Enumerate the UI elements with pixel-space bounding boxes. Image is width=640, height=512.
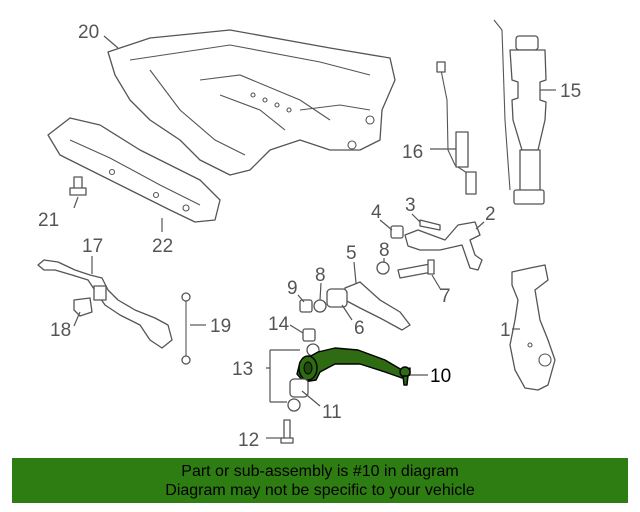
part-22-crossmember[interactable] bbox=[47, 117, 221, 223]
part-15-air-strut[interactable] bbox=[493, 19, 547, 205]
callout-11: 11 bbox=[322, 402, 342, 423]
part-21-bolt[interactable] bbox=[69, 176, 87, 196]
part-2-upper-arm[interactable] bbox=[404, 221, 483, 271]
part-5-strut[interactable] bbox=[344, 281, 411, 331]
part-6-bushing[interactable] bbox=[326, 288, 348, 308]
part-1-knuckle[interactable] bbox=[509, 264, 556, 391]
callout-4: 4 bbox=[371, 202, 382, 223]
callout-6: 6 bbox=[354, 318, 365, 339]
part-14-nut[interactable] bbox=[302, 328, 316, 342]
callout-20: 20 bbox=[78, 22, 99, 43]
part-18-bracket[interactable] bbox=[73, 297, 93, 317]
callout-14: 14 bbox=[268, 314, 290, 335]
callout-16: 16 bbox=[402, 142, 423, 163]
callout-10: 10 bbox=[430, 366, 451, 387]
info-banner: Part or sub-assembly is #10 in diagram D… bbox=[12, 458, 628, 503]
part-12-bolt[interactable] bbox=[280, 419, 294, 444]
callout-21: 21 bbox=[38, 210, 59, 231]
callout-1: 1 bbox=[500, 320, 511, 341]
parts-diagram: 20 21 22 16 15 4 3 2 8 5 7 8 9 6 14 13 1… bbox=[37, 19, 581, 451]
callout-5: 5 bbox=[346, 243, 357, 264]
callout-3: 3 bbox=[405, 195, 416, 216]
callout-9: 9 bbox=[287, 278, 298, 299]
part-19-link[interactable] bbox=[181, 292, 191, 365]
part-9-nut[interactable] bbox=[299, 299, 313, 313]
part-10-lower-arm[interactable] bbox=[296, 343, 411, 386]
callout-8-lower: 8 bbox=[315, 265, 326, 286]
callout-8-upper: 8 bbox=[379, 240, 390, 261]
callout-18: 18 bbox=[50, 320, 71, 341]
part-16-sensor[interactable] bbox=[436, 61, 477, 195]
callout-19: 19 bbox=[210, 316, 231, 337]
part-8-washer-upper[interactable] bbox=[376, 261, 390, 275]
leader-lines bbox=[73, 35, 556, 439]
callout-12: 12 bbox=[238, 430, 259, 451]
banner-line-1: Part or sub-assembly is #10 in diagram bbox=[181, 463, 459, 480]
callout-17: 17 bbox=[82, 236, 103, 257]
part-4-nut[interactable] bbox=[390, 225, 404, 239]
part-17-stabilizer-bar[interactable] bbox=[37, 259, 173, 349]
part-20-subframe[interactable] bbox=[107, 29, 396, 176]
callout-7: 7 bbox=[440, 286, 451, 307]
part-8-washer-lower[interactable] bbox=[313, 299, 327, 313]
callout-15: 15 bbox=[560, 81, 581, 102]
callout-labels: 20 21 22 16 15 4 3 2 8 5 7 8 9 6 14 13 1… bbox=[38, 22, 581, 451]
callout-13: 13 bbox=[232, 359, 253, 380]
banner-line-2: Diagram may not be specific to your vehi… bbox=[165, 482, 475, 499]
part-7-bolt[interactable] bbox=[397, 259, 435, 279]
callout-2: 2 bbox=[485, 204, 496, 225]
part-13-washer[interactable] bbox=[287, 398, 301, 412]
callout-22: 22 bbox=[152, 236, 173, 257]
part-3-bolt[interactable] bbox=[419, 219, 441, 231]
